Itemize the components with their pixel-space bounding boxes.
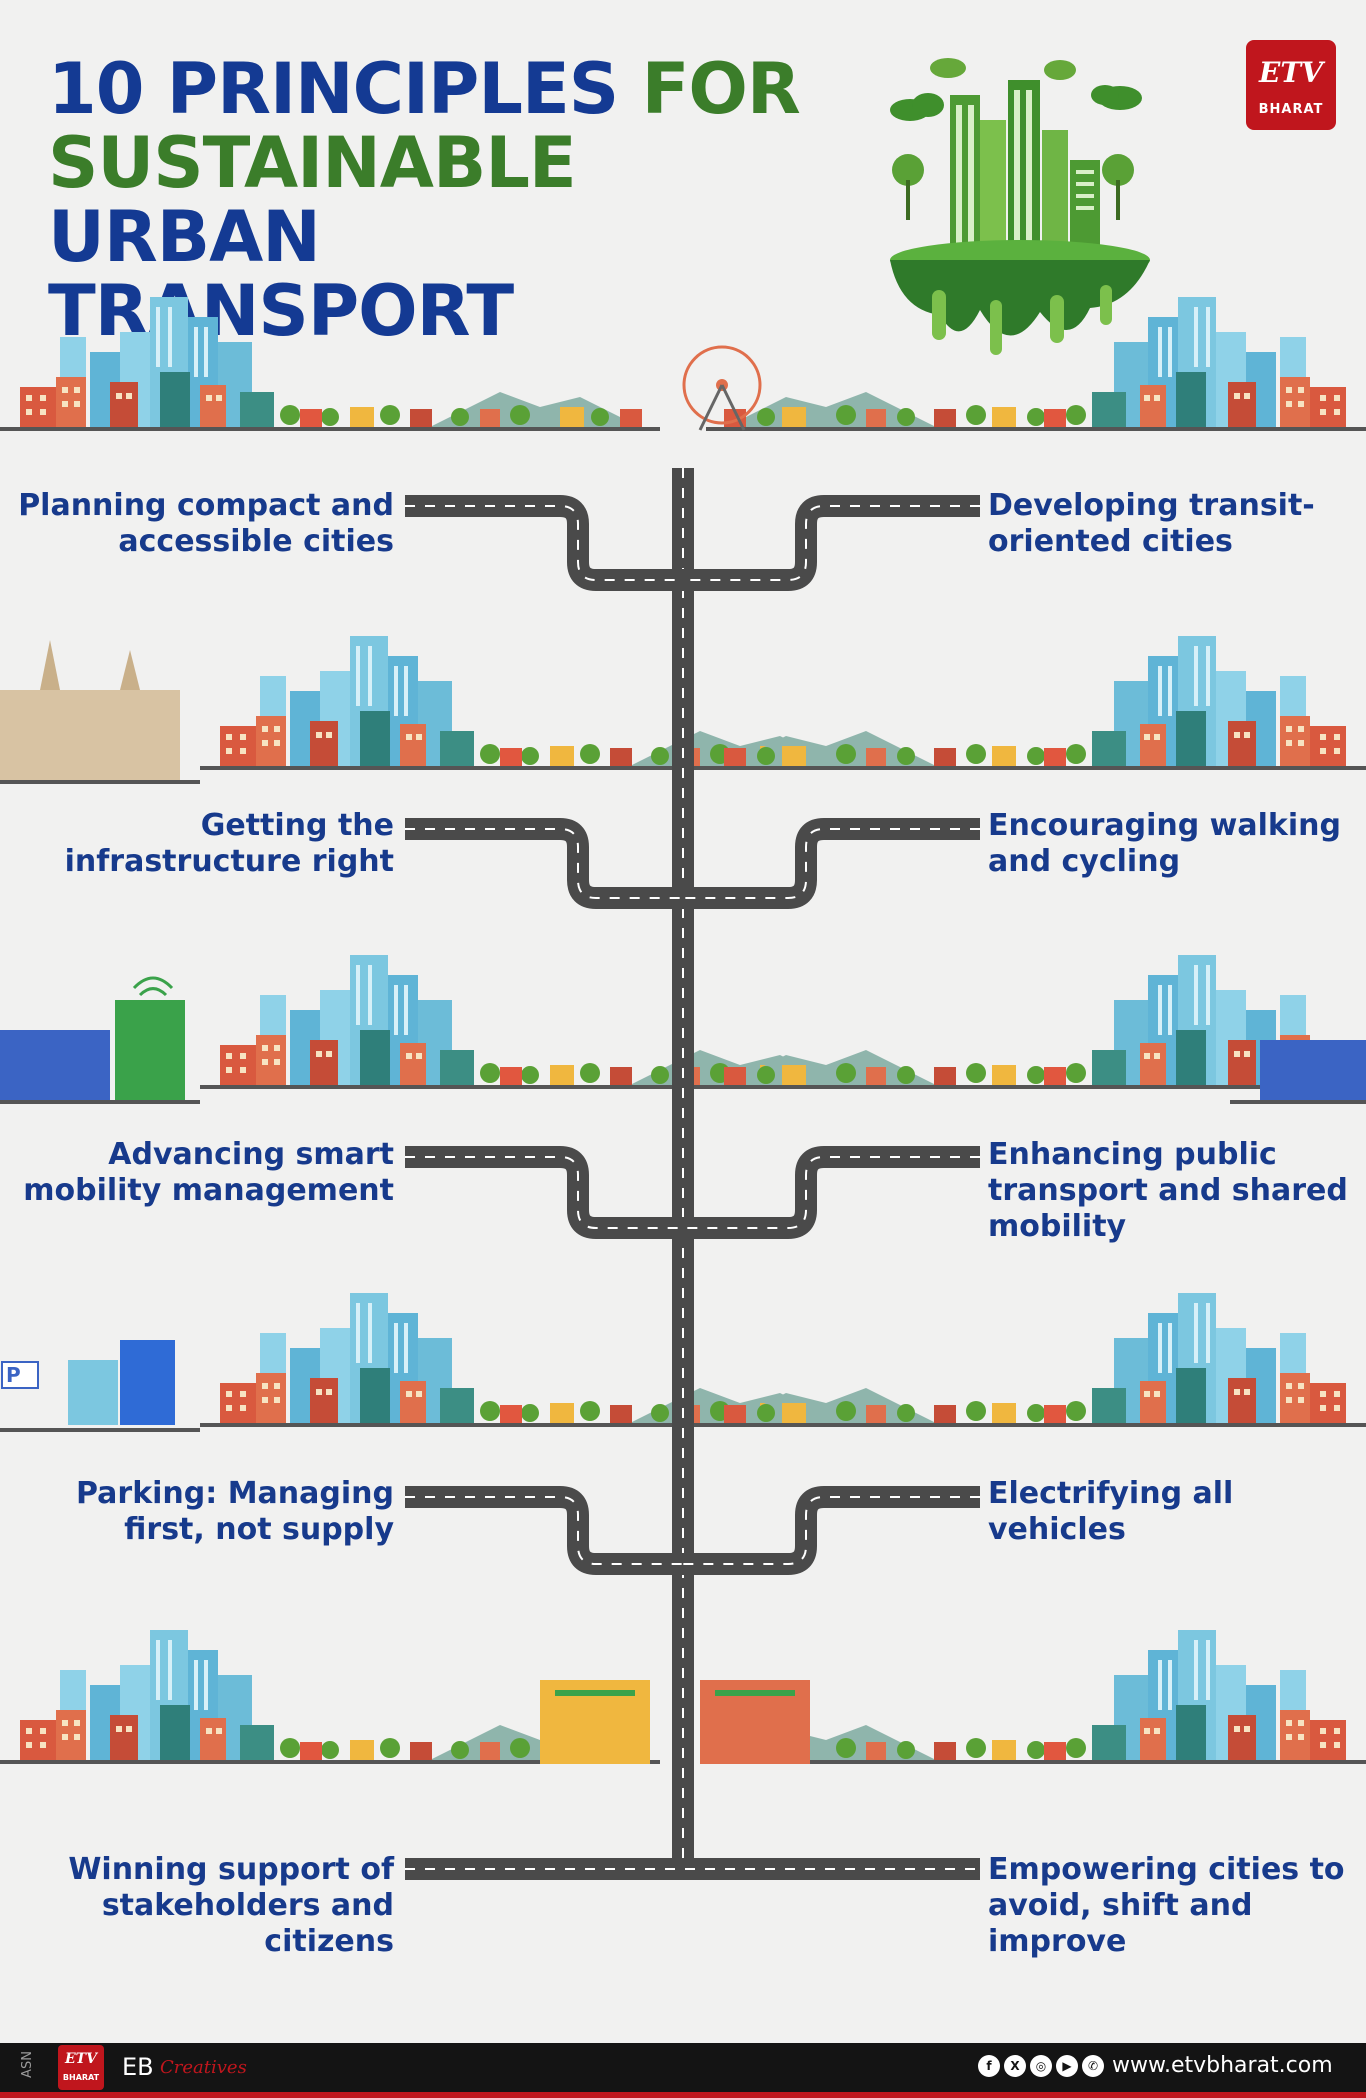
footer-website[interactable]: www.etvbharat.com [1112, 2053, 1333, 2078]
principle-left-2: Getting the infrastructure right [64, 808, 394, 879]
road-network [405, 468, 980, 1880]
principle-right-4: Electrifying all vehicles [988, 1476, 1234, 1547]
principle-left-4: Parking: Managing first, not supply [75, 1476, 394, 1547]
principle-right-2: Encouraging walking and cycling [988, 808, 1341, 879]
principle-left-5: Winning support of stakeholders and citi… [68, 1852, 394, 1959]
facebook-icon[interactable]: f [978, 2055, 1000, 2077]
parking-sign-icon: P [6, 1363, 21, 1387]
principle-left-3: Advancing smart mobility management [23, 1137, 394, 1208]
principle-left-1: Planning compact and accessible cities [18, 488, 394, 559]
principle-right-1: Developing transit- oriented cities [988, 488, 1315, 559]
footer-etv-logo: ETV BHARAT [58, 2045, 104, 2090]
title-part2: FOR [641, 48, 801, 130]
whatsapp-icon[interactable]: ✆ [1082, 2055, 1104, 2077]
title-part1: 10 PRINCIPLES [48, 48, 619, 130]
footer-creatives: Creatives [160, 2057, 247, 2078]
x-icon[interactable]: X [1004, 2055, 1026, 2077]
etv-bharat-logo: ETV BHARAT [1246, 40, 1336, 130]
youtube-icon[interactable]: ▶ [1056, 2055, 1078, 2077]
footer-asn: ASN [19, 2051, 35, 2078]
logo-sub: BHARAT [1258, 102, 1324, 117]
footer-eb: EB [122, 2053, 154, 2081]
footer-bar: ASN ETV BHARAT EB Creatives f X ◎ ▶ ✆ ww… [0, 2043, 1366, 2092]
instagram-icon[interactable]: ◎ [1030, 2055, 1052, 2077]
logo-text: ETV [1259, 56, 1323, 89]
footer-red-stripe [0, 2092, 1366, 2098]
principle-right-5: Empowering cities to avoid, shift and im… [988, 1852, 1345, 1959]
title-line2: SUSTAINABLE [48, 122, 577, 204]
principle-right-3: Enhancing public transport and shared mo… [988, 1137, 1348, 1244]
city-skyline-scenes [0, 297, 1366, 1764]
green-city-island-illustration [890, 58, 1150, 355]
